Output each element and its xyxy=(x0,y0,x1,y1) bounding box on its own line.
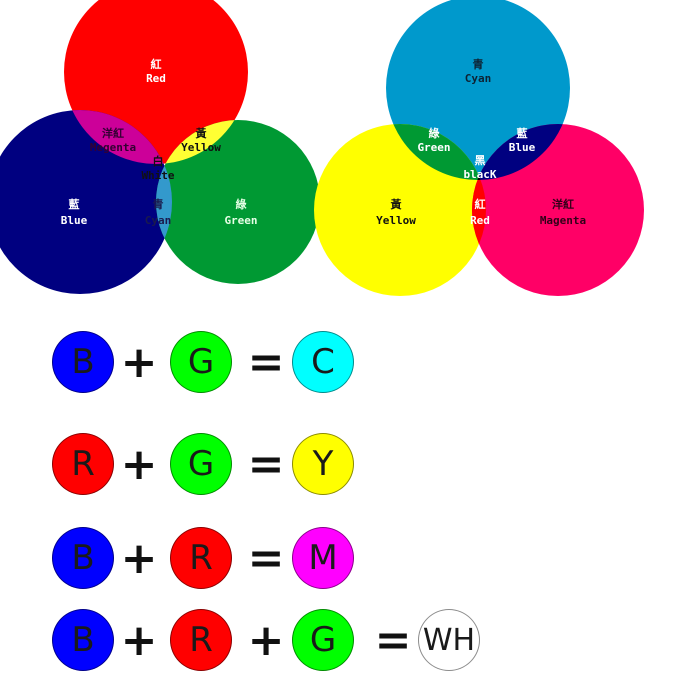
blue-label: Blue xyxy=(509,141,536,154)
subtractive-venn: 青 Cyan 綠 Green 藍 Blue 黑 blacK 黃 Yellow 紅… xyxy=(314,0,644,296)
blue-han: 藍 xyxy=(69,197,80,211)
magenta-label: Magenta xyxy=(540,214,586,227)
green-han: 綠 xyxy=(429,126,441,140)
green-han: 綠 xyxy=(236,197,248,211)
equation-b-plus-r: B + R = M xyxy=(0,527,698,597)
equals-sign: = xyxy=(247,438,285,490)
black-label: blacK xyxy=(463,168,496,181)
term-circle-red: R xyxy=(52,433,114,495)
blue-label: Blue xyxy=(61,214,88,227)
equation-b-plus-g: B + G = C xyxy=(0,331,698,401)
green-label: Green xyxy=(224,214,257,227)
cyan-han: 青 xyxy=(473,57,484,71)
green-label: Green xyxy=(417,141,450,154)
equation-b-plus-r-plus-g: B + R + G = WH xyxy=(0,609,698,679)
term-circle-red: R xyxy=(170,609,232,671)
additive-venn: 紅 Red 洋紅 Megenta 黃 Yellow 白 White 藍 Blue… xyxy=(0,0,320,294)
blue-han: 藍 xyxy=(517,126,528,140)
magenta-overlap xyxy=(64,110,172,164)
red-han: 紅 xyxy=(151,57,162,71)
white-label: White xyxy=(141,169,174,182)
green-overlap xyxy=(386,124,486,180)
equals-sign: = xyxy=(247,336,285,388)
equation-r-plus-g: R + G = Y xyxy=(0,433,698,503)
red-label: Red xyxy=(470,214,490,227)
white-han: 白 xyxy=(153,154,164,168)
cyan-label: Cyan xyxy=(145,214,172,227)
magenta-han: 洋紅 xyxy=(102,126,124,140)
term-circle-red: R xyxy=(170,527,232,589)
plus-sign: + xyxy=(120,336,158,388)
cyan-han: 青 xyxy=(153,197,164,211)
result-circle-yellow: Y xyxy=(292,433,354,495)
red-han: 紅 xyxy=(475,197,486,211)
yellow-han: 黃 xyxy=(390,197,402,211)
plus-sign: + xyxy=(120,532,158,584)
yellow-label: Yellow xyxy=(376,214,416,227)
venn-diagrams: 紅 Red 洋紅 Megenta 黃 Yellow 白 White 藍 Blue… xyxy=(0,0,644,296)
green-circle xyxy=(156,120,320,284)
cyan-label: Cyan xyxy=(465,72,492,85)
yellow-label: Yellow xyxy=(181,141,221,154)
yellow-han: 黃 xyxy=(195,126,207,140)
plus-sign: + xyxy=(120,614,158,666)
result-circle-white: WH xyxy=(418,609,480,671)
term-circle-green: G xyxy=(170,433,232,495)
term-circle-green: G xyxy=(170,331,232,393)
term-circle-blue: B xyxy=(52,331,114,393)
plus-sign: + xyxy=(120,438,158,490)
plus-sign: + xyxy=(247,614,285,666)
term-circle-blue: B xyxy=(52,527,114,589)
blue-overlap xyxy=(472,124,570,180)
magenta-label: Megenta xyxy=(90,141,136,154)
result-circle-cyan: C xyxy=(292,331,354,393)
equals-sign: = xyxy=(374,614,412,666)
red-label: Red xyxy=(146,72,166,85)
black-han: 黑 xyxy=(475,154,486,167)
term-circle-green: G xyxy=(292,609,354,671)
term-circle-blue: B xyxy=(52,609,114,671)
equals-sign: = xyxy=(247,532,285,584)
result-circle-magenta: M xyxy=(292,527,354,589)
magenta-han: 洋紅 xyxy=(552,197,574,211)
